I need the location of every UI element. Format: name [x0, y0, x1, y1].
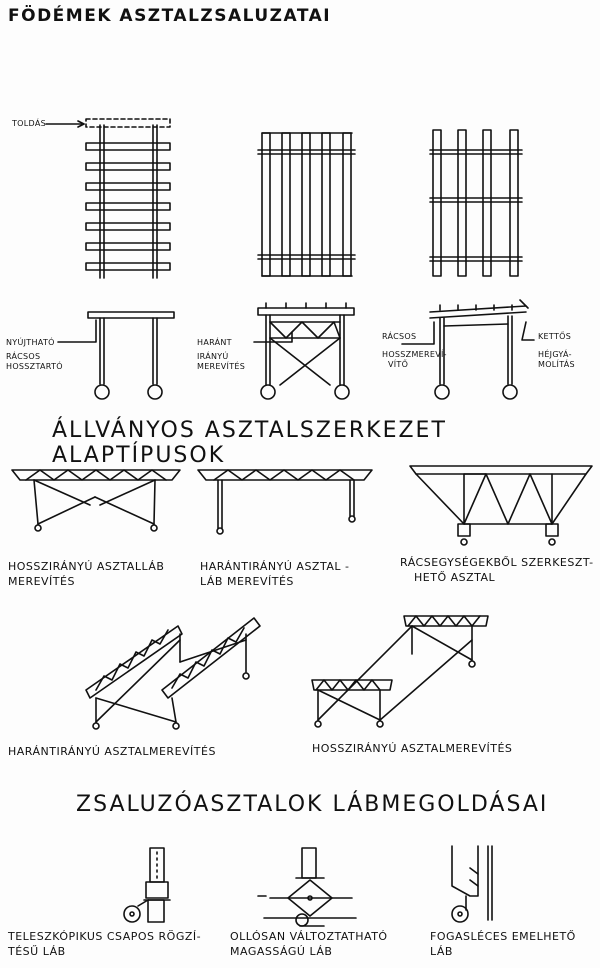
caption-bracing-hossz: HOSSZIRÁNYÚ ASZTALMEREVÍTÉS: [312, 742, 513, 755]
plan-view-1: [45, 118, 171, 279]
caption-teleszkopikus-2: TÉSŰ LÁB: [8, 945, 66, 958]
label-hosszmerevito-1: HOSSZMEREVÍ-: [382, 350, 447, 359]
caption-harant-2: LÁB MEREVÍTÉS: [200, 575, 294, 588]
caption-racs-1: RÁCSEGYSÉGEKBŐL SZERKESZT-: [400, 556, 594, 569]
type-transverse-bracing: [197, 469, 373, 535]
caption-teleszkopikus-1: TELESZKÓPIKUS CSAPOS RÖGZÍ-: [8, 930, 202, 943]
label-racsos: RÁCSOS: [382, 332, 417, 341]
longitudinal-bracing-view: [311, 615, 489, 728]
caption-fogasleces-1: FOGASLÉCES EMELHETŐ: [430, 930, 576, 943]
caption-hosszirany-1: HOSSZIRÁNYÚ ASZTALLÁB: [8, 560, 165, 573]
section-view-1: [57, 311, 175, 400]
label-harant: HARÁNT: [197, 338, 232, 347]
section-heading-alaptipusok: ÁLLVÁNYOS ASZTALSZERKEZET ALAPTÍPUSOK: [52, 418, 447, 468]
label-hejgyamolitas-2: MOLÍTÁS: [538, 360, 575, 369]
label-toldas: TOLDÁS: [12, 119, 47, 128]
caption-ollosan-2: MAGASSÁGÚ LÁB: [230, 945, 333, 958]
plan-view-3: [429, 129, 523, 277]
plan-view-2: [257, 132, 356, 277]
scissor-leg: [257, 847, 357, 927]
label-racsos-hossztarto-2: HOSSZTARTÓ: [6, 362, 63, 371]
transverse-bracing-view: [85, 617, 261, 730]
label-hosszmerevito-2: VÍTŐ: [388, 360, 409, 369]
caption-fogasleces-2: LÁB: [430, 945, 453, 958]
caption-racs-2: HETŐ ASZTAL: [414, 571, 496, 584]
label-iranyu: IRÁNYÚ: [197, 352, 229, 361]
label-kettos: KETTŐS: [538, 332, 572, 341]
label-nyujthato: NYÚJTHATÓ: [6, 338, 55, 347]
section-view-3: [401, 299, 535, 400]
caption-ollosan-1: OLLÓSAN VÁLTOZTATHATÓ: [230, 930, 388, 943]
section-heading-labmegoldasai: ZSALUZÓASZTALOK LÁBMEGOLDÁSAI: [76, 792, 549, 817]
page-title: FÖDÉMEK ASZTALZSALUZATAI: [8, 6, 332, 26]
caption-hosszirany-2: MEREVÍTÉS: [8, 575, 75, 588]
rack-leg: [451, 845, 493, 923]
type-lattice-units: [409, 465, 593, 546]
label-racsos-hossztarto-1: RÁCSOS: [6, 352, 41, 361]
telescopic-leg: [123, 847, 171, 923]
section-view-2: [253, 302, 355, 400]
caption-bracing-harant: HARÁNTIRÁNYÚ ASZTALMEREVÍTÉS: [8, 745, 216, 758]
label-merevites: MEREVÍTÉS: [197, 362, 246, 371]
label-hejgyamolitas-1: HÉJGYÁ-: [538, 350, 572, 359]
type-longitudinal-bracing: [11, 469, 181, 532]
caption-harant-1: HARÁNTIRÁNYÚ ASZTAL -: [200, 560, 350, 573]
